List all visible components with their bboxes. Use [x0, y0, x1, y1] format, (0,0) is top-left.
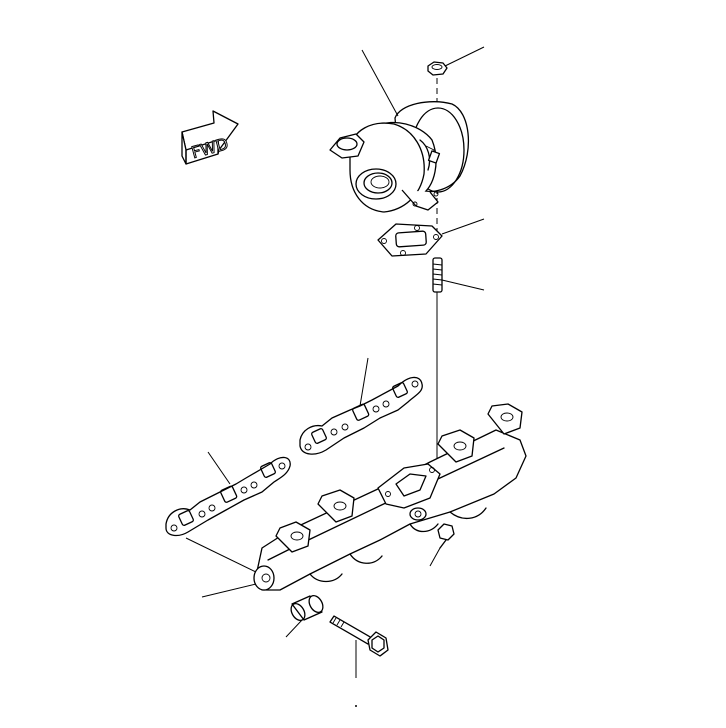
flange-nut-icon [427, 46, 485, 76]
stud-bolt-icon [432, 257, 485, 293]
manifold-gasket-rear-icon [299, 357, 423, 455]
leader-line-plug [429, 547, 441, 567]
mark-dot [355, 705, 357, 707]
leader-line-front-gasket [207, 451, 231, 485]
leader-line-spacer [285, 619, 303, 638]
leader-line-manifold [201, 583, 257, 598]
turbocharger-icon [329, 49, 470, 213]
fwd-label: FWD [189, 134, 230, 162]
plug-bolt-icon [429, 523, 455, 567]
leader-line-rear-gasket [359, 357, 369, 407]
fwd-arrow-icon: FWD [181, 110, 239, 165]
leader-line-stud [441, 279, 485, 291]
leader-line-nut [444, 46, 485, 67]
turbo-gasket-icon [377, 218, 485, 257]
spacer-collar-icon [285, 594, 324, 638]
gasket-to-manifold-line [185, 537, 257, 573]
manifold-bolt-icon [329, 615, 389, 678]
leader-line-gasket [441, 218, 485, 235]
manifold-gasket-front-icon [165, 451, 291, 537]
exhaust-manifold-icon [201, 403, 527, 598]
leader-line-turbocharger [361, 49, 399, 117]
